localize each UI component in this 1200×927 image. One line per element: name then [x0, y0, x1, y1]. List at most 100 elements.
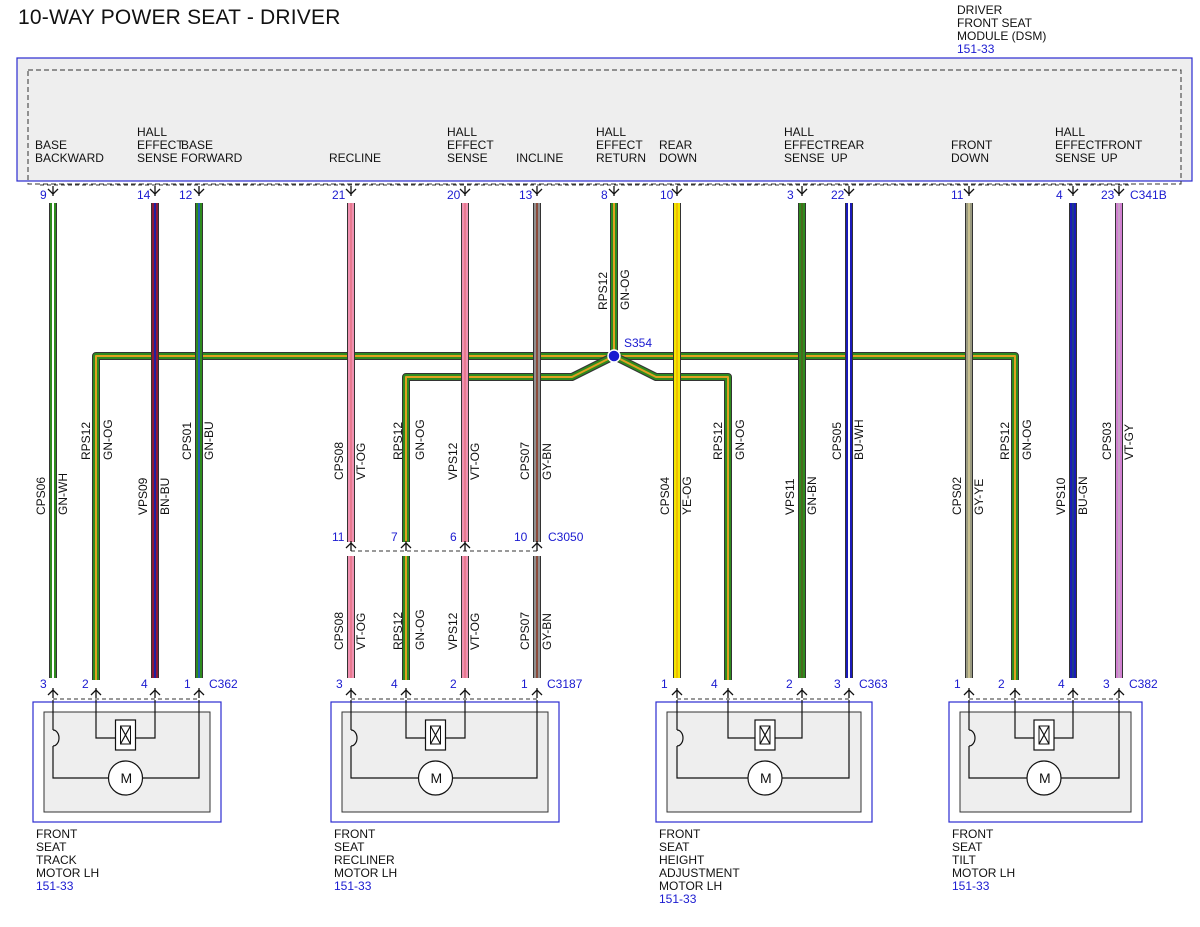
pin-label: HALL — [447, 125, 477, 139]
wire-color-label: GN-BN — [805, 476, 819, 515]
motor-pin-number: 2 — [786, 677, 793, 691]
wire-circuit-label: CPS07 — [518, 612, 532, 650]
pin-label: BASE — [181, 138, 213, 152]
wire-stripe-color — [95, 355, 1016, 680]
motor-symbol: M — [431, 770, 443, 786]
pin-label: EFFECT — [1055, 138, 1102, 152]
motor-icon — [107, 760, 144, 796]
wire-circuit-label: CPS06 — [34, 477, 48, 515]
pin-label: FRONT — [1101, 138, 1143, 152]
wire-circuit-label: VPS11 — [783, 478, 797, 515]
module-ref: 151-33 — [957, 42, 995, 56]
wire-color-label: YE-OG — [680, 476, 694, 515]
motor-internal-wire — [445, 700, 466, 739]
pin-label: HALL — [1055, 125, 1085, 139]
pin-label: HALL — [596, 125, 626, 139]
motor-name-line: SEAT — [659, 840, 690, 854]
motor-pin-number: 1 — [521, 677, 528, 691]
module-box — [16, 57, 1193, 182]
splice-label: S354 — [624, 336, 652, 350]
motor-connector-label: C362 — [209, 677, 238, 691]
wire-circuit-label: RPS12 — [596, 272, 610, 310]
wire-circuit-label: RPS12 — [79, 422, 93, 460]
wire-circuit-label: CPS02 — [950, 477, 964, 515]
wire-outline — [92, 352, 1019, 680]
rps12-branch-height — [612, 352, 732, 680]
wire-circuit-label: VPS12 — [446, 442, 460, 480]
pin-label: EFFECT — [784, 138, 831, 152]
motor-icon — [417, 760, 454, 796]
splice-s354: S354 — [607, 336, 652, 363]
motor-ref: 151-33 — [36, 879, 74, 893]
motor-ref: 151-33 — [334, 879, 372, 893]
pin-number: 10 — [660, 188, 674, 202]
pin-number: 9 — [40, 188, 47, 202]
wire-color-label: BN-BU — [158, 478, 172, 515]
motor-connector-label: C363 — [859, 677, 888, 691]
thermal-switch-symbol — [676, 729, 684, 747]
wire-base-color — [93, 353, 1018, 680]
wire-color-label: GY-BN — [540, 613, 554, 650]
pin-label: HALL — [137, 125, 167, 139]
wire-circuit-label: CPS04 — [658, 477, 672, 515]
pin-label: FORWARD — [181, 151, 243, 165]
motor-name-line: RECLINER — [334, 853, 395, 867]
wire-color-label: GN-OG — [413, 419, 427, 460]
pin-label: EFFECT — [447, 138, 494, 152]
pin-number: 21 — [332, 188, 346, 202]
motor-pin-number: 3 — [1103, 677, 1110, 691]
motor-pin-number: 4 — [1058, 677, 1065, 691]
wire-color-label: GN-OG — [413, 609, 427, 650]
hall-sensor-element — [759, 725, 771, 745]
wire-stripe-color — [405, 355, 615, 542]
wire-circuit-label: CPS03 — [1100, 422, 1114, 460]
motor-internal-wire — [1061, 700, 1120, 779]
motor-pin-number: 4 — [711, 677, 718, 691]
pin-number: 12 — [179, 188, 193, 202]
hall-sensor-element — [120, 725, 131, 745]
wire-color-label: GN-BU — [202, 421, 216, 460]
pin-label: BACKWARD — [35, 151, 104, 165]
motor-internal-wire — [95, 700, 116, 739]
motor-connector-label: C382 — [1129, 677, 1158, 691]
motor-connector-label: C3187 — [547, 677, 583, 691]
wire-outline — [402, 352, 616, 542]
motor-pin-number: 1 — [954, 677, 961, 691]
hall-sensor-cross — [119, 725, 132, 745]
pin-label: RETURN — [596, 151, 646, 165]
pin-label: DOWN — [659, 151, 697, 165]
module-name-line: DRIVER — [957, 3, 1003, 17]
module-connector-label: C341B — [1130, 188, 1167, 202]
pin-number: 4 — [1056, 188, 1063, 202]
motor-name-line: SEAT — [36, 840, 67, 854]
pin-label: INCLINE — [516, 151, 563, 165]
wire-color-label: BU-WH — [852, 419, 866, 460]
motor-name-line: TILT — [952, 853, 976, 867]
motor-internal-wire — [775, 700, 803, 739]
pin-label: UP — [1101, 151, 1118, 165]
pin-label: SENSE — [1055, 151, 1096, 165]
wire-color-label: VT-OG — [468, 443, 482, 480]
pin-label: RECLINE — [329, 151, 381, 165]
wire-color-label: VT-OG — [468, 613, 482, 650]
wire-circuit-label: CPS01 — [180, 422, 194, 460]
wire-circuit-label: CPS08 — [332, 612, 346, 650]
motor-icon — [1026, 760, 1062, 796]
motor-internal-wire — [1054, 700, 1074, 739]
pin-label: HALL — [784, 125, 814, 139]
module-inner-boundary — [27, 69, 1182, 185]
wire-color-label: GY-YE — [972, 479, 986, 515]
hall-sensor-element — [1038, 725, 1050, 745]
motor-symbol: M — [1039, 770, 1051, 786]
motor-name-line: SEAT — [952, 840, 983, 854]
motor-pin-number: 2 — [82, 677, 89, 691]
wire-circuit-label: VPS09 — [136, 477, 150, 515]
